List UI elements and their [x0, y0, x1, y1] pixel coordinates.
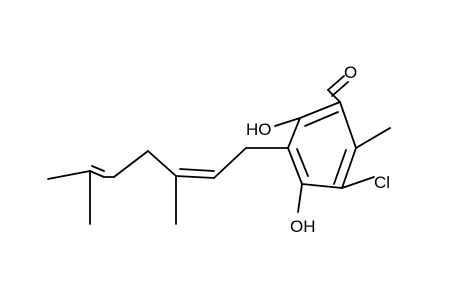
hydroxyl-lower-label: OH — [290, 217, 316, 236]
chain-double-bond-d — [91, 165, 105, 172]
chlorine-label: Cl — [374, 173, 390, 192]
geranyl-chain — [47, 147, 289, 225]
chloro-bond — [341, 176, 375, 189]
aldehyde-c-bond — [327, 89, 341, 103]
chain-double-bond-b — [179, 168, 215, 172]
aldehyde-oxygen-label: O — [344, 63, 357, 82]
chain-double-bond-a — [175, 175, 215, 179]
aldehyde-co-bond-2 — [331, 81, 349, 97]
benzene-ring — [287, 101, 357, 189]
ring-bond-lower-left — [287, 147, 303, 185]
ring-bond-lower-left-inner — [296, 148, 309, 177]
chain-bond-4 — [113, 150, 149, 178]
methyl-bond — [355, 127, 391, 149]
chain-methyl-2 — [47, 170, 91, 180]
ring-bond-lower-right-inner — [333, 149, 347, 185]
aldehyde-group: O — [327, 63, 357, 103]
ring-bond-top — [299, 101, 341, 119]
ring-bond-lower-right — [341, 147, 357, 189]
aldehyde-co-bond — [327, 75, 345, 91]
ring-bond-top-inner — [304, 111, 339, 127]
ring-bond-upper-right — [339, 101, 357, 149]
chain-double-bond-c — [89, 170, 105, 178]
ring-bond-upper-left — [287, 117, 301, 149]
hydroxyl-lower-bond — [297, 183, 303, 213]
chain-bond-3 — [147, 150, 177, 177]
ring-bond-bottom — [301, 183, 343, 189]
hydroxyl-upper-bond — [274, 117, 301, 127]
hydroxyl-upper-label: HO — [246, 120, 272, 139]
chain-bond-2 — [213, 147, 247, 179]
